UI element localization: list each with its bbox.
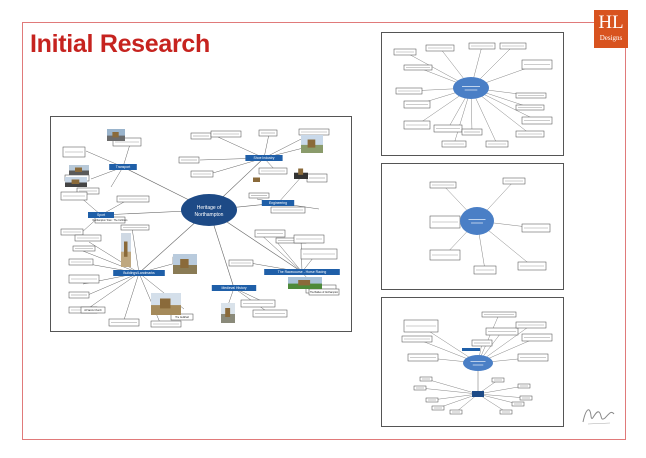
photo-subject (225, 308, 231, 317)
connector-line (217, 136, 265, 159)
connector-line (263, 133, 270, 159)
slide-frame (22, 22, 626, 440)
sub-hub-node (472, 391, 484, 397)
connector-line (82, 272, 140, 313)
connector-line (437, 393, 479, 409)
connector-line (138, 272, 162, 326)
connector-line (477, 385, 525, 395)
photo-subject (298, 280, 311, 286)
branch-node-sport (88, 212, 114, 218)
branch-node-transport (109, 164, 137, 170)
signature-mark (582, 409, 615, 425)
photo-ground (121, 251, 131, 267)
note-text: Northampton Town : The Cobblers (93, 219, 129, 222)
photo-subject (112, 132, 119, 138)
branch-node-buildings-landmarks (113, 270, 165, 276)
connector-line (82, 272, 140, 298)
branch-node-shoe-industry (245, 155, 283, 161)
photo-ground (294, 172, 308, 179)
center-bubble (463, 355, 493, 371)
connector-line (477, 393, 527, 399)
brand-logo: HL Designs (594, 10, 628, 48)
mind-map-thumbnail-3 (381, 297, 564, 427)
photo-ground (69, 170, 89, 175)
sub-branch-node (462, 348, 480, 351)
photo-subject (253, 177, 260, 182)
note-text: The Battles of Northampton (310, 291, 339, 294)
center-bubble (460, 207, 494, 235)
photo-logo (247, 175, 267, 185)
photo-subject (298, 168, 304, 175)
note-box (170, 313, 194, 321)
photo-ground (173, 265, 197, 274)
page-title: Initial Research (30, 30, 211, 58)
mind-map-thumbnail-1 (381, 32, 564, 156)
branch-label-medieval-history: Medieval History (221, 286, 246, 290)
photo-racecourse (288, 277, 322, 289)
branch-node-racecourse (264, 269, 340, 275)
center-bubble (453, 77, 489, 99)
mind-map-thumbnail-2 (381, 163, 564, 290)
photo-ground (151, 305, 181, 315)
photo-subject (71, 179, 80, 184)
connector-line (257, 231, 303, 273)
note-text: The Guildhall (175, 317, 189, 319)
connector-line (477, 393, 519, 405)
center-node (181, 194, 237, 226)
connector-line (131, 227, 140, 274)
connector-line (431, 393, 479, 401)
photo-lift-tower (121, 233, 131, 267)
photo-subject (180, 259, 189, 268)
center-node-label: Northampton (195, 212, 224, 218)
photo-guildhall (151, 293, 181, 315)
logo-subtitle: Designs (599, 34, 623, 42)
thumbnail-3-canvas (401, 311, 553, 415)
thumbnail-1-canvas (393, 42, 553, 148)
photo-ground (221, 314, 235, 323)
branch-node-medieval-history (211, 285, 257, 291)
connector-line (122, 272, 140, 324)
photo-subject (124, 241, 128, 257)
note-box (308, 288, 340, 296)
connector-line (419, 387, 479, 395)
branch-label-engineering: Engineering (269, 201, 287, 205)
center-node-label: Heritage of (197, 205, 222, 211)
photo-ground (65, 182, 87, 187)
connector-line (88, 241, 140, 274)
connector-line (110, 166, 124, 188)
note-text: All Saints Church (84, 309, 102, 312)
connector-line (82, 250, 140, 274)
photo-ground (247, 180, 267, 185)
thumbnail-2-canvas (429, 177, 551, 275)
photo-castle (221, 303, 235, 323)
branch-label-sport: Sport (97, 213, 105, 217)
branch-label-racecourse: The Racecourse - Horse Racing (278, 270, 327, 274)
photo-bus (69, 165, 89, 175)
photo-subject (75, 167, 82, 172)
photo-ground (288, 283, 322, 289)
branch-node-engineering (261, 200, 295, 206)
branch-label-transport: Transport (116, 165, 130, 169)
branch-label-buildings-landmarks: Buildings/Landmarks (123, 271, 155, 275)
photo-ground (107, 135, 125, 141)
connector-line (277, 174, 304, 204)
connector-line (425, 378, 479, 395)
branch-label-shoe-industry: Shoe Industry (254, 156, 275, 160)
connector-line (275, 240, 303, 273)
photo-subject (307, 139, 316, 148)
photo-subject (160, 298, 171, 309)
photo-ground (301, 144, 323, 153)
note-box (80, 306, 106, 314)
photo-bus-2 (65, 177, 87, 187)
photo-book-cover (294, 165, 308, 179)
photo-all-saints (173, 254, 197, 274)
logo-mark: HL (598, 12, 624, 33)
photo-shoe-factory (301, 135, 323, 153)
photo-train (107, 129, 125, 141)
connector-line (477, 314, 500, 364)
